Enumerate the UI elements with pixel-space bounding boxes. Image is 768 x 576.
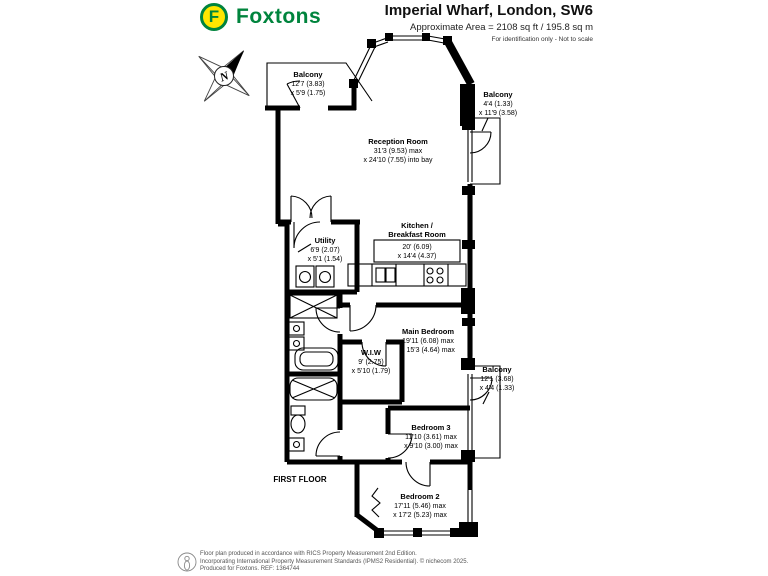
footer-line-3: Produced for Foxtons. REF: 1364744 (200, 566, 300, 572)
balcony-right-outline (470, 365, 501, 459)
svg-text:Utility: Utility (315, 236, 337, 245)
svg-text:x 24'10 (7.55) into bay: x 24'10 (7.55) into bay (363, 157, 433, 164)
svg-text:17'11 (5.46) max: 17'11 (5.46) max (394, 503, 446, 510)
bathroom-1-fixtures (288, 294, 339, 371)
svg-text:Breakfast Room: Breakfast Room (388, 230, 446, 239)
svg-text:12'7 (3.83): 12'7 (3.83) (291, 81, 324, 88)
page-title: Imperial Wharf, London, SW6 (384, 2, 593, 19)
compass-icon: N (198, 50, 250, 102)
label-main-bedroom: Main Bedroom 19'11 (6.08) max x 15'3 (4.… (401, 327, 455, 354)
svg-text:12'1 (3.68): 12'1 (3.68) (480, 376, 513, 383)
svg-text:19'11 (6.08) max: 19'11 (6.08) max (402, 338, 454, 345)
room-labels: Balcony 12'7 (3.83) x 5'9 (1.75) Recepti… (273, 70, 517, 519)
label-utility: Utility 6'9 (2.07) x 5'1 (1.54) (308, 236, 343, 263)
svg-text:Reception Room: Reception Room (368, 137, 428, 146)
svg-text:Bedroom 3: Bedroom 3 (411, 423, 450, 432)
floor-label: FIRST FLOOR (273, 475, 327, 484)
leader-lines (297, 243, 381, 518)
svg-text:x 15'3 (4.64) max: x 15'3 (4.64) max (401, 347, 455, 354)
svg-text:Balcony: Balcony (293, 70, 323, 79)
logo-wordmark: Foxtons (236, 5, 322, 28)
svg-text:x 11'9 (3.58): x 11'9 (3.58) (479, 110, 517, 117)
label-balcony-top-left: Balcony 12'7 (3.83) x 5'9 (1.75) (291, 70, 326, 97)
label-reception-room: Reception Room 31'3 (9.53) max x 24'10 (… (363, 137, 433, 164)
label-bedroom-3: Bedroom 3 11'10 (3.61) max x 9'10 (3.00)… (404, 423, 458, 450)
logo-letter: F (208, 7, 220, 26)
footer-text: Floor plan produced in accordance with R… (200, 551, 468, 574)
svg-text:11'10 (3.61) max: 11'10 (3.61) max (405, 434, 457, 441)
external-walls (265, 33, 493, 538)
svg-text:Bedroom 2: Bedroom 2 (400, 492, 439, 501)
bathroom-2-fixtures (288, 377, 338, 452)
balcony-top-left-outline (266, 62, 373, 109)
svg-text:9' (2.75): 9' (2.75) (358, 359, 383, 366)
svg-text:20' (6.09): 20' (6.09) (402, 244, 431, 251)
svg-text:6'9 (2.07): 6'9 (2.07) (310, 247, 339, 254)
svg-text:Main Bedroom: Main Bedroom (402, 327, 454, 336)
svg-text:Balcony: Balcony (482, 365, 512, 374)
label-wiw: W.I.W 9' (2.75) x 5'10 (1.79) (352, 348, 391, 375)
kitchen-fixtures (347, 239, 467, 287)
balcony-top-right-outline (462, 117, 501, 185)
svg-text:Kitchen /: Kitchen / (401, 221, 434, 230)
svg-text:31'3 (9.53) max: 31'3 (9.53) max (374, 148, 423, 155)
svg-text:x 5'10 (1.79): x 5'10 (1.79) (352, 368, 391, 375)
nichecom-cert-icon (177, 552, 197, 572)
internal-walls (278, 195, 472, 487)
svg-text:x 17'2 (5.23) max: x 17'2 (5.23) max (393, 512, 447, 519)
svg-text:Balcony: Balcony (483, 90, 513, 99)
footer-line-1: Floor plan produced in accordance with R… (200, 551, 417, 557)
svg-text:W.I.W: W.I.W (361, 348, 382, 357)
header-text-block: Imperial Wharf, London, SW6 Approximate … (273, 2, 593, 43)
svg-text:x 9'10 (3.00) max: x 9'10 (3.00) max (404, 443, 458, 450)
svg-text:x 4'4 (1.33): x 4'4 (1.33) (480, 385, 515, 392)
svg-text:x 5'1 (1.54): x 5'1 (1.54) (308, 256, 343, 263)
footer-line-2: Incorporating International Property Mea… (200, 558, 469, 565)
foxtons-logo-icon: F (200, 3, 228, 31)
label-balcony-top-right: Balcony 4'4 (1.33) x 11'9 (3.58) (479, 90, 517, 117)
foxtons-logo: F Foxtons (200, 3, 321, 31)
label-bedroom-2: Bedroom 2 17'11 (5.46) max x 17'2 (5.23)… (393, 492, 447, 519)
svg-text:x 14'4 (4.37): x 14'4 (4.37) (398, 253, 437, 260)
utility-fixtures (295, 265, 335, 288)
svg-text:x 5'9 (1.75): x 5'9 (1.75) (291, 90, 326, 97)
label-balcony-right: Balcony 12'1 (3.68) x 4'4 (1.33) (480, 365, 515, 392)
label-kitchen: Kitchen / Breakfast Room 20' (6.09) x 14… (388, 221, 446, 260)
disclaimer: For identification only - Not to scale (491, 36, 593, 43)
approximate-area: Approximate Area = 2108 sq ft / 195.8 sq… (410, 22, 593, 33)
svg-text:4'4 (1.33): 4'4 (1.33) (483, 101, 512, 108)
